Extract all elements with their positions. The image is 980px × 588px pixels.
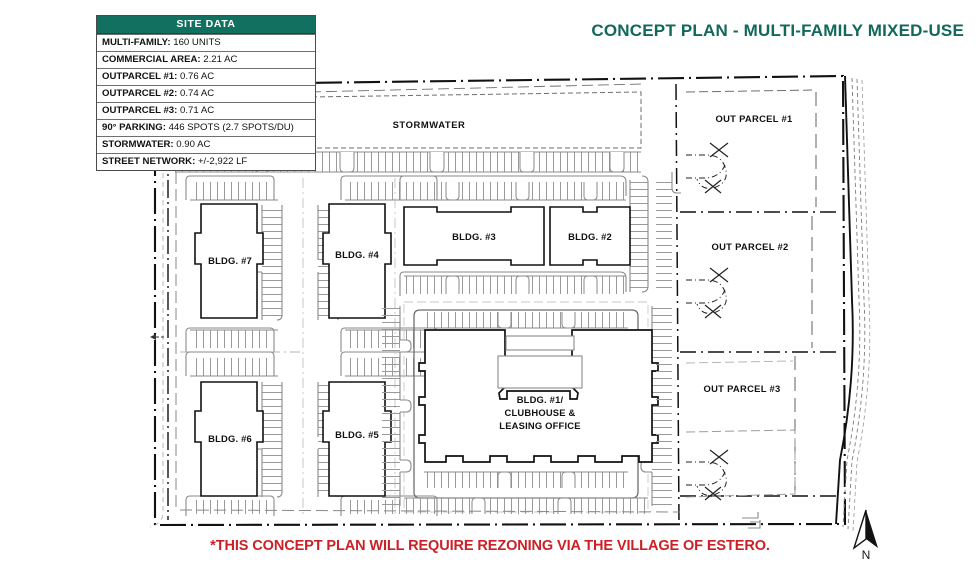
- bldg-6: BLDG. #6: [194, 381, 264, 497]
- bldg-1-label-line1: BLDG. #1/: [517, 394, 564, 405]
- out-parcel-2-access: [686, 267, 729, 319]
- site-data-label: OUTPARCEL #1:: [102, 71, 178, 82]
- east-spine-road: [656, 83, 681, 525]
- north-arrow-label: N: [861, 548, 871, 562]
- bldg-7-label: BLDG. #7: [208, 255, 252, 266]
- bldg-2: BLDG. #2: [549, 206, 631, 266]
- bldg-1-label-line3: LEASING OFFICE: [499, 420, 580, 431]
- page-title: CONCEPT PLAN - MULTI-FAMILY MIXED-USE: [591, 21, 964, 40]
- bldg-3-label: BLDG. #3: [452, 231, 496, 242]
- site-data-value: 0.76 AC: [180, 71, 215, 82]
- bldg-1-label-line2: CLUBHOUSE &: [505, 407, 576, 418]
- site-data-row-outparcel-3: OUTPARCEL #3: 0.71 AC: [97, 102, 315, 119]
- site-data-value: 0.74 AC: [180, 88, 215, 99]
- bldg-4-label: BLDG. #4: [335, 249, 379, 260]
- site-data-header: SITE DATA: [97, 16, 315, 34]
- site-data-label: OUTPARCEL #2:: [102, 88, 178, 99]
- north-arrow: N: [838, 508, 894, 570]
- site-data-value: 0.90 AC: [176, 139, 211, 150]
- out-parcel-3-access: [686, 449, 729, 501]
- site-data-label: OUTPARCEL #3:: [102, 105, 178, 116]
- bldg-3: BLDG. #3: [403, 206, 545, 266]
- site-data-value: 446 SPOTS (2.7 SPOTS/DU): [168, 122, 294, 133]
- site-data-value: 160 UNITS: [173, 37, 221, 48]
- site-data-value: 0.71 AC: [180, 105, 215, 116]
- northeast-parking-rows: [399, 175, 649, 296]
- out-parcel-2-label: OUT PARCEL #2: [711, 241, 788, 252]
- rezoning-note: *THIS CONCEPT PLAN WILL REQUIRE REZONING…: [210, 538, 770, 554]
- east-right-of-way: [835, 75, 871, 532]
- stormwater-basin: STORMWATER: [309, 83, 645, 149]
- site-data-row-outparcel-2: OUTPARCEL #2: 0.74 AC: [97, 85, 315, 102]
- out-parcel-1-label: OUT PARCEL #1: [715, 113, 792, 124]
- site-data-row-multi-family: MULTI-FAMILY: 160 UNITS: [97, 34, 315, 51]
- site-data-label: STREET NETWORK:: [102, 156, 196, 167]
- bldg-5-label: BLDG. #5: [335, 429, 379, 440]
- bldg-4: BLDG. #4: [322, 203, 392, 319]
- out-parcel-3-label: OUT PARCEL #3: [703, 383, 780, 394]
- site-data-label: MULTI-FAMILY:: [102, 37, 171, 48]
- site-data-table: SITE DATA MULTI-FAMILY: 160 UNITS COMMER…: [96, 15, 316, 171]
- bldg-1-clubhouse: BLDG. #1/ CLUBHOUSE & LEASING OFFICE: [418, 329, 659, 463]
- site-data-row-commercial-area: COMMERCIAL AREA: 2.21 AC: [97, 51, 315, 68]
- site-data-row-street-network: STREET NETWORK: +/-2,922 LF: [97, 153, 315, 170]
- bldg-6-label: BLDG. #6: [208, 433, 252, 444]
- bldg-5: BLDG. #5: [322, 381, 392, 497]
- site-data-row-outparcel-1: OUTPARCEL #1: 0.76 AC: [97, 68, 315, 85]
- out-parcel-1-access: [686, 142, 729, 194]
- site-data-label: 90° PARKING:: [102, 122, 166, 133]
- north-arrow-icon: [852, 509, 878, 550]
- bldg-2-label: BLDG. #2: [568, 231, 612, 242]
- site-data-value: 2.21 AC: [203, 54, 238, 65]
- stormwater-label: STORMWATER: [393, 119, 466, 130]
- outparcel-area: OUT PARCEL #1 OUT PARCEL #2 OUT PARCEL #: [680, 89, 840, 529]
- site-data-value: +/-2,922 LF: [197, 156, 248, 167]
- site-data-label: STORMWATER:: [102, 139, 174, 150]
- site-data-row-stormwater: STORMWATER: 0.90 AC: [97, 136, 315, 153]
- bldg-7: BLDG. #7: [194, 203, 264, 319]
- site-data-label: COMMERCIAL AREA:: [102, 54, 201, 65]
- site-data-row-parking: 90° PARKING: 446 SPOTS (2.7 SPOTS/DU): [97, 119, 315, 136]
- west-right-of-way: [149, 152, 177, 528]
